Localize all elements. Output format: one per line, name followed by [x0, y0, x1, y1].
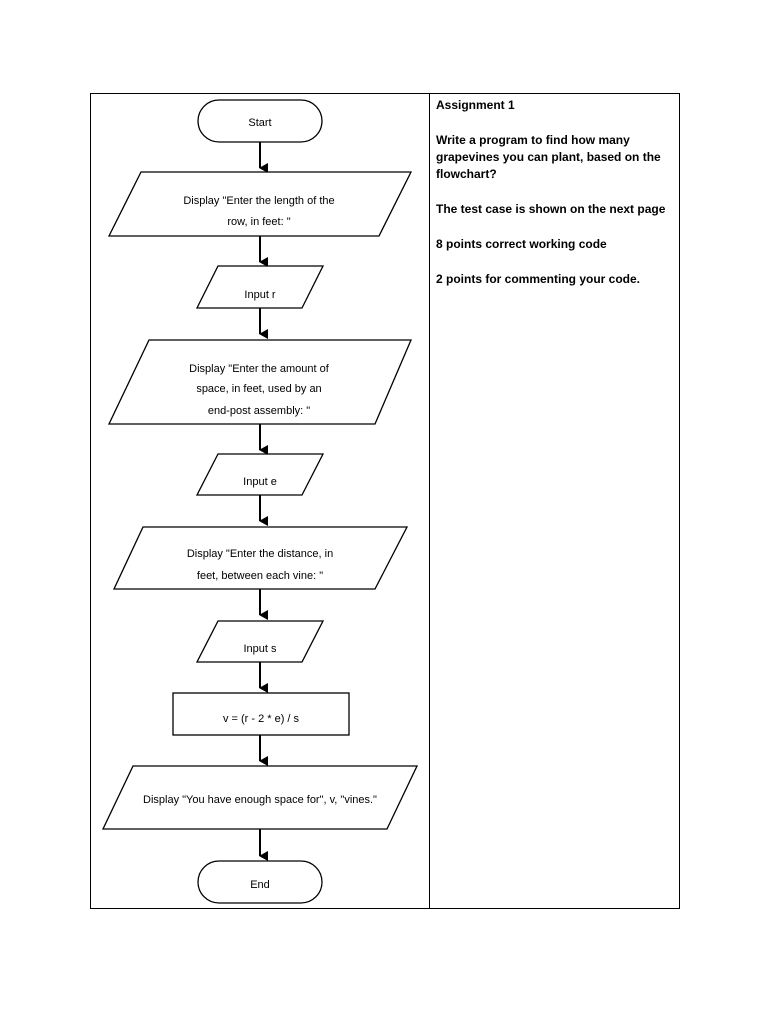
column-divider [429, 94, 430, 908]
display-endpost-text-line3: end-post assembly: " [208, 405, 310, 417]
input-r-parallelogram [195, 265, 325, 309]
input-s-parallelogram [195, 620, 325, 663]
end-label: End [250, 879, 270, 891]
display-result-parallelogram [101, 765, 419, 830]
input-e-label: Input e [243, 476, 277, 488]
input-e-parallelogram [195, 453, 325, 496]
process-formula: v = (r - 2 * e) / s [223, 713, 300, 725]
points-code: 8 points correct working code [436, 237, 607, 251]
display-distance-text-line1: Display "Enter the distance, in [187, 548, 333, 560]
end-terminator [197, 860, 323, 904]
display-length-text-line1: Display "Enter the length of the [183, 195, 334, 207]
display-length-parallelogram [107, 171, 413, 237]
display-distance-parallelogram [112, 526, 409, 590]
display-endpost-text-line2: space, in feet, used by an [196, 383, 321, 395]
display-result-text: Display "You have enough space for", v, … [143, 794, 377, 806]
process-rectangle [172, 692, 350, 736]
start-label: Start [248, 117, 271, 129]
display-length-text-line2: row, in feet: " [227, 216, 290, 228]
flowchart: Start Display "Enter the length of the r… [101, 99, 419, 904]
assignment-panel: Assignment 1 Write a program to find how… [436, 97, 676, 306]
assignment-table: Start Display "Enter the length of the r… [90, 93, 680, 909]
display-endpost-text-line1: Display "Enter the amount of [189, 363, 330, 375]
points-comments: 2 points for commenting your code. [436, 272, 641, 286]
display-endpost-parallelogram [107, 339, 412, 425]
assignment-description: Write a program to find how many grapevi… [436, 133, 661, 181]
assignment-title: Assignment 1 [436, 98, 515, 112]
input-r-label: Input r [244, 289, 276, 301]
input-s-label: Input s [243, 643, 277, 655]
display-distance-text-line2: feet, between each vine: " [197, 570, 323, 582]
test-case-note: The test case is shown on the next page [436, 202, 666, 216]
